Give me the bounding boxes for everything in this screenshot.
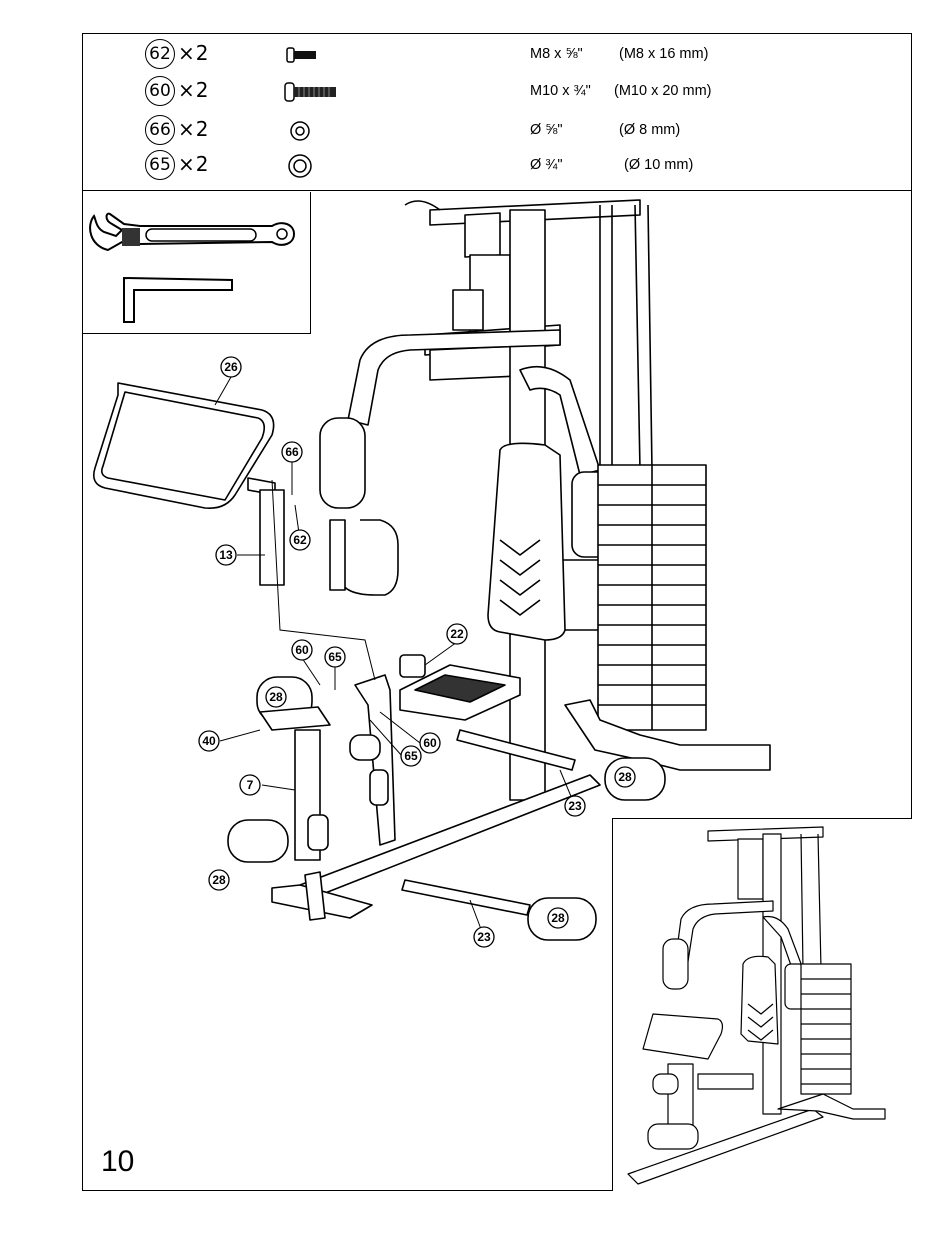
spec-metric: (Ø 10 mm) [624,157,693,173]
callout-washer-65-top: 65 [325,647,345,667]
spec-imperial: Ø ⅝" [530,122,563,138]
callout-leg-tube: 7 [240,775,260,795]
assembled-view-inset [612,818,912,1191]
callout-bracket-40: 40 [199,731,219,751]
spec-metric: (Ø 8 mm) [619,122,680,138]
backrest [488,443,565,640]
callout-roller-right: 28 [615,767,635,787]
page-number: 10 [101,1145,134,1179]
callout-rod-upper: 23 [565,796,585,816]
spec-metric: (M10 x 20 mm) [614,83,712,99]
part-number-badge: 65 [145,150,175,180]
callout-washer-65-mid: 65 [401,746,421,766]
small-washer-icon [277,115,347,147]
hardware-row: 65 ×2 Ø ¾" (Ø 10 mm) [82,148,912,184]
callout-seat-pad: 26 [221,357,241,377]
svg-text:65: 65 [404,749,418,763]
quantity: ×2 [178,117,209,141]
svg-text:40: 40 [202,734,216,748]
spec-imperial: M8 x ⅝" [530,46,583,62]
svg-text:28: 28 [269,690,283,704]
callout-rod-lower: 23 [474,927,494,947]
callout-roller-left-upper: 28 [266,687,286,707]
svg-text:65: 65 [328,650,342,664]
svg-text:28: 28 [618,770,632,784]
seat-post [248,478,284,585]
svg-text:60: 60 [295,643,309,657]
short-bolt-icon [277,39,347,71]
svg-text:62: 62 [293,533,307,547]
long-bolt-icon [277,76,347,108]
weight-stack [598,465,706,730]
callout-seat-post: 13 [216,545,236,565]
spec-imperial: Ø ¾" [530,157,563,173]
callout-footrest: 22 [447,624,467,644]
callout-bolt-60-top: 60 [292,640,312,660]
footrest [400,655,520,720]
svg-text:60: 60 [423,736,437,750]
callout-roller-left-lower: 28 [209,870,229,890]
svg-text:7: 7 [247,778,254,792]
part-number-badge: 62 [145,39,175,69]
hardware-row: 66 ×2 Ø ⅝" (Ø 8 mm) [82,113,912,149]
hardware-row: 62 ×2 M8 x ⅝" (M8 x 16 mm) [82,37,912,73]
quantity: ×2 [178,78,209,102]
assembled-view-illustration [613,819,911,1190]
large-washer-icon [277,150,347,182]
quantity: ×2 [178,41,209,65]
part-number-badge: 60 [145,76,175,106]
callout-roller-front: 28 [548,908,568,928]
callout-bolt-62: 62 [290,530,310,550]
spec-imperial: M10 x ¾" [530,83,591,99]
callout-bolt-60-mid: 60 [420,733,440,753]
hardware-table: 62 ×2 M8 x ⅝" (M8 x 16 mm) 60 ×2 M10 x ¾… [82,33,912,191]
svg-text:28: 28 [551,911,565,925]
svg-text:13: 13 [219,548,233,562]
spec-metric: (M8 x 16 mm) [619,46,708,62]
svg-text:28: 28 [212,873,226,887]
svg-text:22: 22 [450,627,464,641]
callout-washer-66: 66 [282,442,302,462]
part-number-badge: 66 [145,115,175,145]
hardware-row: 60 ×2 M10 x ¾" (M10 x 20 mm) [82,74,912,110]
svg-text:66: 66 [285,445,299,459]
seat-pad [94,383,274,508]
quantity: ×2 [178,152,209,176]
svg-text:23: 23 [477,930,491,944]
svg-text:26: 26 [224,360,238,374]
svg-text:23: 23 [568,799,582,813]
